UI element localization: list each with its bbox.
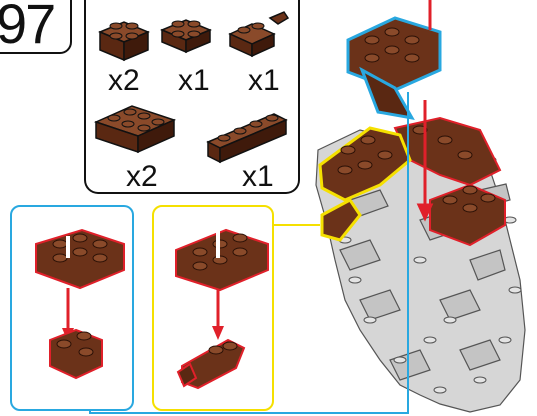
parts-list: x2 x1 x1 x2 x1 [84,0,300,194]
placement-arrows [416,0,434,222]
part-quantity: x2 [126,160,158,193]
callout-connector-blue [89,92,409,414]
part-brick-2x2-small-icon [160,19,212,54]
parts-illustrations [93,11,290,164]
part-quantity: x1 [178,64,210,97]
model-brown-studs [337,125,496,213]
subassembly-callout-blue [10,205,134,411]
part-quantity: x2 [108,64,140,97]
top-brick-blue-outline [346,16,442,121]
yellow-callout-bricks [175,228,269,390]
part-quantity: x1 [248,64,280,97]
blue-callout-bricks [35,228,125,380]
step-number: 97 [0,0,56,55]
part-quantity: x1 [242,160,274,193]
part-brick-2x2-clip-icon [228,11,290,58]
part-brick-2x3-icon [93,105,177,154]
subassembly-callout-yellow [152,205,274,411]
part-brick-1x4-icon [206,113,288,164]
step-number-box: 97 [0,0,72,54]
part-brick-2x2-icon [98,21,150,62]
